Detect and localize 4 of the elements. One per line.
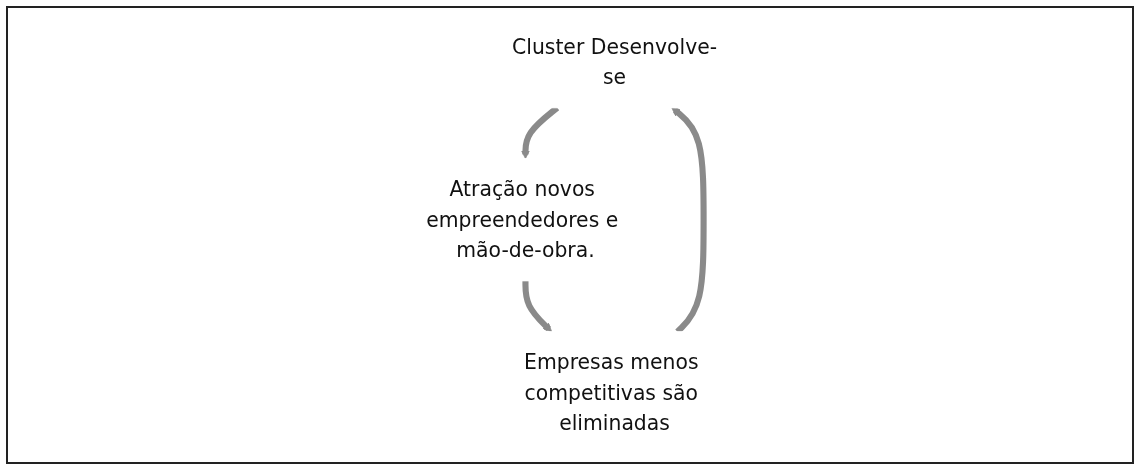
node-text: Empresas menos competitivas são eliminadas [524,350,699,436]
node-text: Atração novos empreendedores e mão-de-obra. [426,176,619,263]
node-text: Cluster Desenvolve-se [512,34,718,90]
arrow [522,280,553,333]
